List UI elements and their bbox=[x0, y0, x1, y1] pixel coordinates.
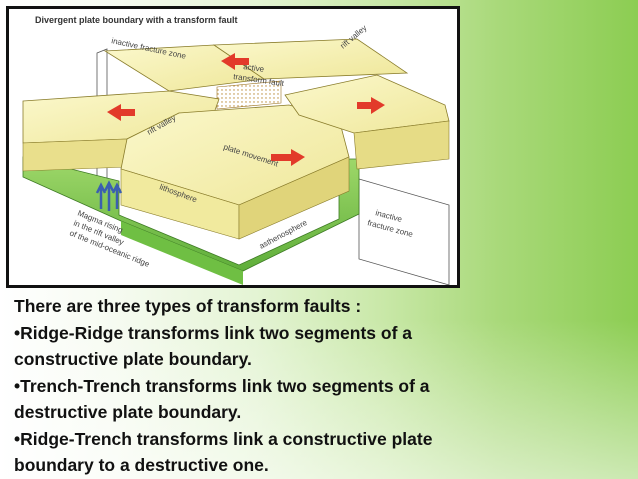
text-line-trench-trench: •Trench-Trench transforms link two segme… bbox=[14, 375, 430, 396]
left-plate-side bbox=[22, 138, 128, 172]
right-plate-side bbox=[353, 120, 450, 170]
arrow-left-plate bbox=[107, 104, 135, 121]
diagram-title: Divergent plate boundary with a transfor… bbox=[35, 15, 238, 25]
text-line-ridge-ridge: •Ridge-Ridge transforms link two segment… bbox=[14, 322, 412, 343]
slide-background-fade bbox=[0, 319, 638, 479]
text-line-ridge-ridge-cont: constructive plate boundary. bbox=[14, 349, 252, 369]
text-line-ridge-trench: •Ridge-Trench transforms link a construc… bbox=[14, 428, 433, 449]
diagram-frame: Divergent plate boundary with a transfor… bbox=[6, 6, 460, 288]
central-plate-side bbox=[238, 156, 350, 240]
fracture-zone-plane-right bbox=[358, 178, 450, 285]
text-line-ridge-trench-cont: boundary to a destructive one. bbox=[14, 455, 269, 475]
text-line-trench-trench-cont: destructive plate boundary. bbox=[14, 402, 242, 422]
magma-arrows bbox=[95, 180, 123, 211]
text-line-intro: There are three types of transform fault… bbox=[14, 296, 362, 316]
slide-body-text: There are three types of transform fault… bbox=[14, 293, 614, 479]
arrow-central-plate bbox=[271, 149, 305, 166]
label-active-transform-fault-1: active bbox=[243, 62, 265, 74]
arrow-right-plate bbox=[357, 97, 385, 114]
label-inactive-fracture-zone-bottom-2: fracture zone bbox=[366, 218, 414, 239]
arrow-back-left bbox=[221, 53, 249, 70]
plate-boundary-diagram: Divergent plate boundary with a transfor… bbox=[22, 15, 450, 285]
asthenosphere-front bbox=[121, 221, 243, 285]
back-right-plate bbox=[212, 38, 409, 80]
